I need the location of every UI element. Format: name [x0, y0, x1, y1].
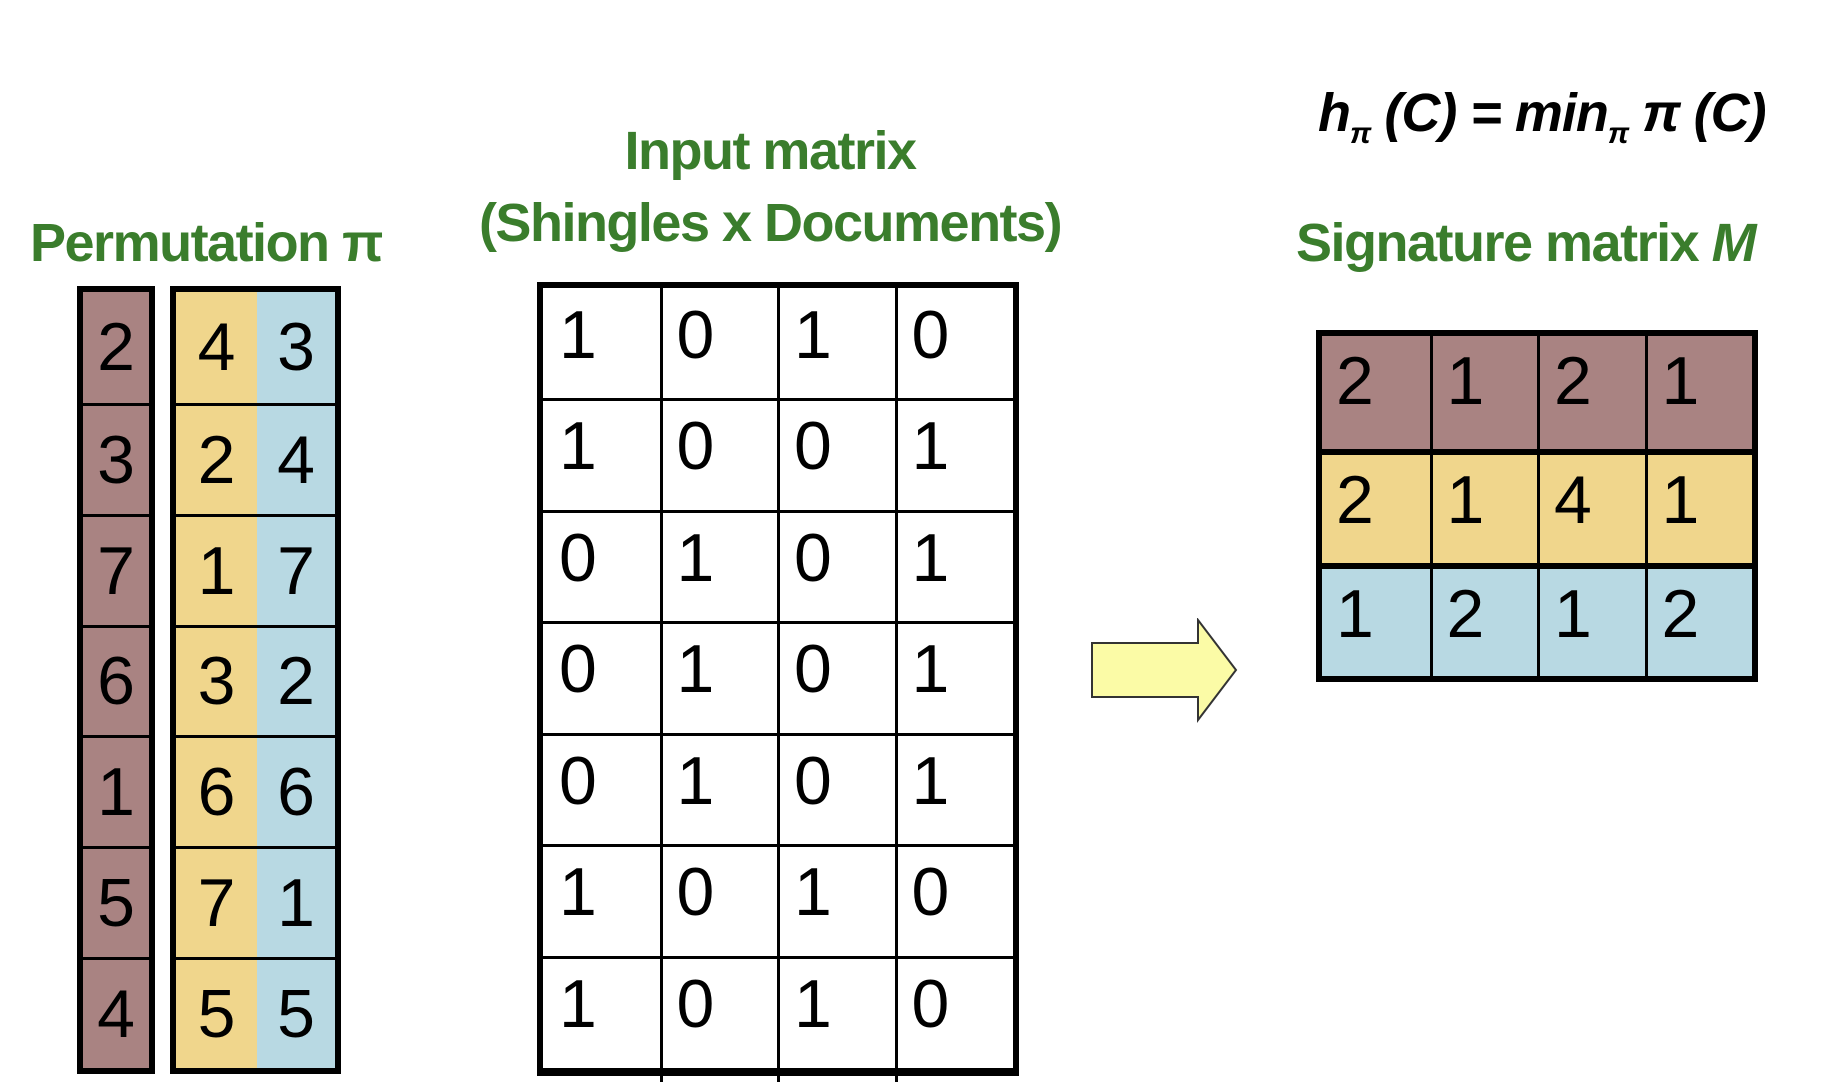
arrow-right-icon [1091, 618, 1238, 723]
permutation-cell: 6 [257, 735, 335, 846]
signature-cell: 2 [1336, 343, 1374, 419]
permutation-cell: 3 [176, 624, 257, 736]
input-matrix-cell: 1 [794, 965, 832, 1042]
permutation-cell: 4 [197, 309, 236, 386]
input-matrix-cell: 1 [559, 965, 597, 1042]
permutation-cell: 3 [277, 309, 315, 386]
input-matrix-subtitle: (Shingles x Documents) [478, 193, 1063, 253]
permutation-cell: 1 [176, 513, 257, 625]
permutation-cell: 7 [257, 513, 335, 625]
permutation-cell: 1 [83, 735, 149, 846]
signature-cell: 1 [1644, 455, 1753, 563]
permutation-title: Permutation π [30, 213, 383, 273]
input-matrix-cell: 1 [911, 631, 950, 708]
permutation-cell: 7 [83, 513, 149, 625]
input-matrix-cell: 1 [559, 854, 597, 931]
input-matrix-cell: 0 [794, 408, 832, 485]
permutation-cell: 5 [83, 846, 149, 957]
input-matrix-cell: 0 [676, 965, 715, 1042]
permutation-cell: 5 [257, 957, 335, 1068]
signature-cell: 1 [1644, 336, 1753, 450]
input-matrix-cell: 0 [559, 519, 597, 596]
signature-cell: 1 [1336, 575, 1374, 652]
input-matrix-cell: 1 [676, 631, 715, 708]
input-matrix-cell: 1 [559, 408, 597, 485]
input-matrix-cell: 0 [559, 742, 597, 819]
signature-cell: 2 [1429, 568, 1538, 676]
grid-line [543, 509, 1013, 513]
input-matrix-title: Input matrix [624, 121, 917, 181]
grid-line [543, 398, 1013, 402]
permutation-cell: 4 [257, 402, 335, 514]
permutation-cell: 2 [97, 309, 135, 386]
signature-cell: 2 [1537, 336, 1645, 450]
permutation-cell: 5 [176, 957, 257, 1068]
signature-cell: 2 [1336, 462, 1374, 539]
signature-cell: 4 [1537, 455, 1645, 563]
input-matrix-cell: 1 [559, 297, 597, 373]
input-matrix-cell: 1 [794, 297, 832, 373]
permutation-cell: 4 [83, 957, 149, 1068]
permutation-cell: 6 [176, 735, 257, 846]
grid-line [543, 955, 1013, 959]
input-matrix-cell: 1 [911, 742, 950, 819]
permutation-cell: 2 [176, 402, 257, 514]
input-matrix-cell: 1 [676, 519, 715, 596]
input-matrix-cell: 1 [676, 742, 715, 819]
input-matrix-cell: 1 [794, 854, 832, 931]
input-matrix-cell: 0 [676, 408, 715, 485]
grid-line [543, 844, 1013, 848]
grid-line [659, 288, 663, 1082]
minhash-formula: hπ (C) = minπ π (C) [1318, 83, 1767, 150]
signature-cell: 1 [1537, 568, 1645, 676]
permutation-cell: 7 [176, 846, 257, 957]
permutation-cell: 1 [257, 846, 335, 957]
input-matrix: 1 0 1 0 1 0 0 1 0 1 0 1 0 1 0 1 0 1 0 1 1 0 1 0 1 0 1 0 [537, 282, 1019, 1082]
input-matrix-cell: 0 [676, 297, 715, 373]
signature-cell: 1 [1429, 455, 1538, 563]
grid-line [777, 288, 780, 1082]
permutation-cell: 6 [83, 624, 149, 736]
grid-line [543, 732, 1013, 736]
input-matrix-cell: 0 [911, 965, 950, 1042]
permutation-cell: 3 [83, 402, 149, 514]
input-matrix-cell: 1 [911, 408, 950, 485]
grid-line [894, 288, 898, 1082]
signature-cell: 1 [1429, 336, 1538, 450]
grid-line [543, 621, 1013, 625]
permutation-cell: 2 [257, 624, 335, 736]
input-matrix-cell: 0 [911, 297, 950, 373]
signature-cell: 2 [1644, 568, 1753, 676]
input-matrix-cell: 0 [794, 742, 832, 819]
input-matrix-cell: 0 [911, 854, 950, 931]
input-matrix-cell: 0 [794, 631, 832, 708]
input-matrix-cell: 1 [911, 519, 950, 596]
signature-matrix-title: Signature matrix M [1296, 213, 1757, 273]
input-matrix-cell: 0 [794, 519, 832, 596]
input-matrix-cell: 0 [559, 631, 597, 708]
input-matrix-cell: 0 [676, 854, 715, 931]
